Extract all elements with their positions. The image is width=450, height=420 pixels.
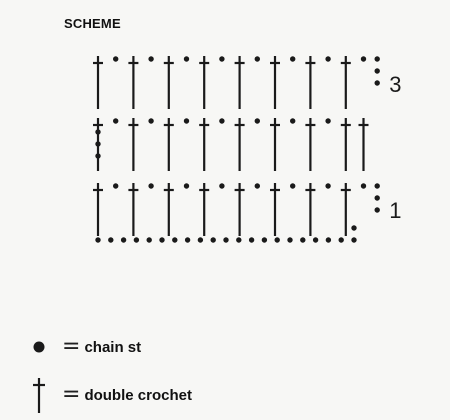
row-number-label: 3 bbox=[389, 72, 401, 97]
double-crochet-stitch bbox=[163, 56, 174, 109]
chain-stitch bbox=[219, 118, 225, 124]
stitch-diagram: 31 bbox=[93, 56, 401, 243]
chain-stitch bbox=[254, 118, 260, 124]
double-crochet-stitch bbox=[199, 56, 210, 109]
double-crochet-stitch bbox=[234, 118, 245, 171]
chain-stitch bbox=[183, 56, 190, 62]
foundation-chain-stitch bbox=[95, 237, 101, 243]
row-number-label: 1 bbox=[389, 198, 401, 223]
foundation-chain-stitch bbox=[210, 237, 216, 243]
legend-equals: = bbox=[62, 334, 81, 359]
chain-dot-icon bbox=[28, 340, 50, 354]
chain-stitch bbox=[290, 118, 296, 124]
double-crochet-stitch bbox=[199, 183, 210, 236]
double-crochet-stitch bbox=[358, 118, 369, 171]
chain-stitch bbox=[290, 183, 296, 189]
turning-chain-stitch bbox=[374, 207, 380, 213]
turning-chain-stitch bbox=[374, 195, 380, 201]
foundation-chain-stitch bbox=[300, 237, 306, 243]
legend-double-crochet: = double crochet bbox=[28, 376, 192, 414]
double-crochet-stitch bbox=[340, 56, 351, 109]
dagger-icon bbox=[28, 376, 50, 414]
double-crochet-stitch bbox=[163, 183, 174, 236]
turning-chain-stitch bbox=[95, 129, 101, 135]
legend-chain: = chain st bbox=[28, 336, 141, 358]
foundation-chain-stitch bbox=[184, 237, 191, 243]
chain-stitch bbox=[148, 183, 154, 189]
double-crochet-stitch bbox=[93, 183, 103, 236]
foundation-chain-stitch bbox=[223, 237, 229, 243]
double-crochet-stitch bbox=[305, 118, 316, 171]
double-crochet-stitch bbox=[270, 56, 280, 109]
foundation-chain-stitch bbox=[120, 237, 127, 243]
foundation-chain-stitch bbox=[325, 237, 332, 243]
foundation-chain-stitch bbox=[287, 237, 293, 243]
foundation-chain-stitch bbox=[351, 225, 357, 231]
foundation-chain-stitch bbox=[236, 237, 242, 243]
double-crochet-stitch bbox=[305, 56, 316, 109]
chain-stitch bbox=[113, 118, 119, 124]
legend-chain-label: chain st bbox=[84, 338, 142, 356]
double-crochet-stitch bbox=[199, 118, 210, 171]
double-crochet-stitch bbox=[93, 56, 103, 109]
foundation-chain-stitch bbox=[146, 237, 152, 243]
foundation-chain-stitch bbox=[108, 237, 114, 243]
turning-chain-stitch bbox=[374, 68, 380, 74]
turning-chain-stitch bbox=[374, 80, 380, 86]
chain-stitch bbox=[113, 183, 119, 189]
chain-stitch bbox=[290, 56, 296, 62]
double-crochet-stitch bbox=[234, 56, 245, 109]
double-crochet-stitch bbox=[340, 118, 351, 171]
double-crochet-stitch bbox=[340, 183, 351, 236]
chain-stitch bbox=[325, 56, 331, 62]
chain-stitch bbox=[254, 183, 260, 189]
chain-stitch bbox=[254, 56, 260, 62]
foundation-chain-stitch bbox=[274, 237, 280, 243]
chain-stitch bbox=[219, 183, 225, 189]
double-crochet-stitch bbox=[270, 118, 280, 171]
chain-stitch bbox=[148, 118, 154, 124]
chain-stitch bbox=[183, 183, 190, 189]
scheme-title: SCHEME bbox=[64, 16, 121, 31]
foundation-chain-stitch bbox=[197, 237, 204, 243]
foundation-chain-stitch bbox=[338, 237, 344, 243]
double-crochet-stitch bbox=[163, 118, 174, 171]
chain-stitch bbox=[325, 118, 331, 124]
foundation-chain-stitch bbox=[261, 237, 268, 243]
double-crochet-stitch bbox=[128, 118, 139, 171]
chain-stitch bbox=[148, 56, 154, 62]
chain-stitch bbox=[183, 118, 190, 124]
turning-chain-stitch bbox=[95, 153, 101, 159]
foundation-chain-stitch bbox=[133, 237, 140, 243]
chain-stitch bbox=[219, 56, 225, 62]
turning-chain-stitch bbox=[95, 141, 101, 147]
foundation-chain-stitch bbox=[172, 237, 178, 243]
chain-stitch bbox=[360, 183, 367, 189]
chain-stitch bbox=[113, 56, 119, 62]
chain-stitch bbox=[325, 183, 331, 189]
double-crochet-stitch bbox=[128, 183, 139, 236]
double-crochet-stitch bbox=[128, 56, 139, 109]
foundation-chain-stitch bbox=[312, 237, 319, 243]
turning-chain-stitch bbox=[374, 56, 380, 62]
foundation-chain-stitch bbox=[351, 237, 357, 243]
double-crochet-stitch bbox=[305, 183, 316, 236]
double-crochet-stitch bbox=[270, 183, 280, 236]
chain-stitch bbox=[360, 56, 367, 62]
foundation-chain-stitch bbox=[159, 237, 165, 243]
legend-equals: = bbox=[62, 382, 81, 407]
legend-dc-label: double crochet bbox=[84, 386, 192, 404]
foundation-chain-stitch bbox=[248, 237, 255, 243]
double-crochet-stitch bbox=[234, 183, 245, 236]
turning-chain-stitch bbox=[374, 183, 380, 189]
